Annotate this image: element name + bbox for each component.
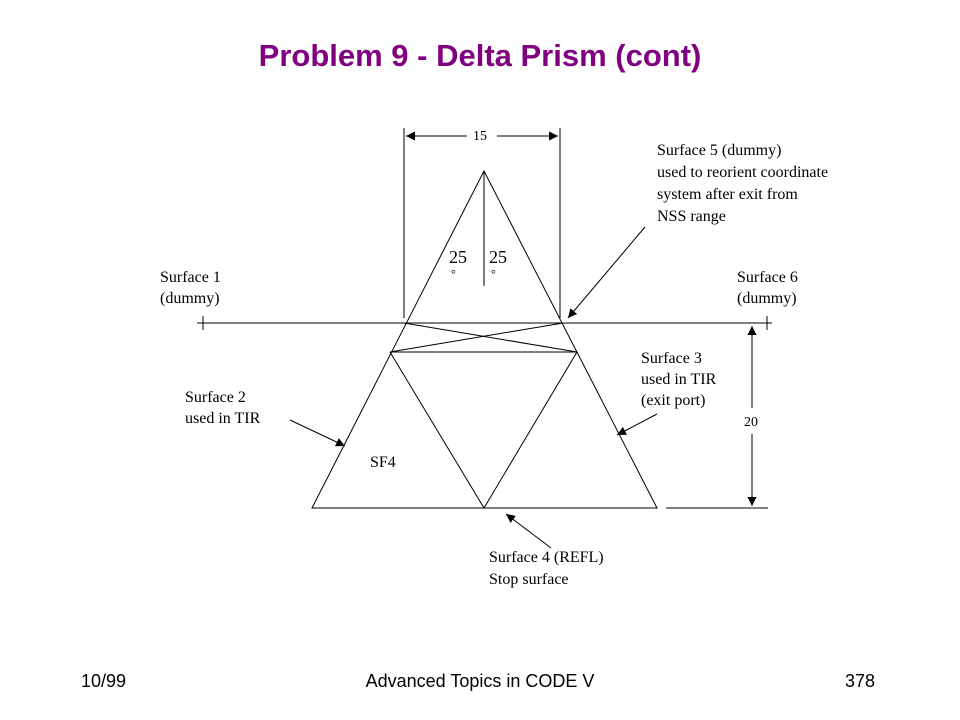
surface1-label: Surface 1 (dummy) bbox=[160, 269, 225, 307]
surface2-label: Surface 2 used in TIR bbox=[185, 389, 261, 427]
surface2-line1: Surface 2 bbox=[185, 389, 246, 406]
surface1-line2: (dummy) bbox=[160, 290, 220, 307]
degree-left-symbol: ° bbox=[451, 267, 456, 281]
surface6-line1: Surface 6 bbox=[737, 269, 798, 286]
surface6-label: Surface 6 (dummy) bbox=[737, 269, 802, 307]
surface2-leader bbox=[289, 419, 346, 447]
surface5-line2: used to reorient coordinate bbox=[657, 164, 828, 181]
surface4-leader bbox=[505, 513, 552, 549]
surface3-line1: Surface 3 bbox=[641, 350, 702, 367]
surface5-leader bbox=[567, 226, 646, 319]
ray-path-2 bbox=[389, 322, 564, 353]
surface5-line3: system after exit from bbox=[657, 186, 798, 203]
ray-path-5 bbox=[483, 351, 578, 509]
footer-date: 10/99 bbox=[81, 671, 127, 691]
footer-page-number: 378 bbox=[845, 671, 876, 691]
surface5-line4: NSS range bbox=[657, 208, 726, 225]
surface3-label: Surface 3 used in TIR (exit port) bbox=[641, 350, 720, 409]
surface5-label: Surface 5 (dummy) used to reorient coord… bbox=[657, 142, 832, 225]
ray-path-4 bbox=[389, 351, 485, 509]
surface4-line2: Stop surface bbox=[489, 571, 569, 588]
surface3-line2: used in TIR bbox=[641, 371, 717, 388]
material-label: SF4 bbox=[370, 454, 396, 471]
surface1-line1: Surface 1 bbox=[160, 269, 221, 286]
dim-15-label: 15 bbox=[473, 129, 487, 144]
surface6-line2: (dummy) bbox=[737, 290, 797, 307]
surface4-label: Surface 4 (REFL) Stop surface bbox=[489, 549, 608, 588]
ray-path-1 bbox=[403, 322, 578, 353]
surface5-line1: Surface 5 (dummy) bbox=[657, 142, 781, 159]
slide-title: Problem 9 - Delta Prism (cont) bbox=[258, 38, 702, 73]
angle-left-label: 25 bbox=[449, 247, 467, 267]
surface4-line1: Surface 4 (REFL) bbox=[489, 549, 604, 566]
footer-course-title: Advanced Topics in CODE V bbox=[365, 671, 595, 691]
surface3-line3: (exit port) bbox=[641, 392, 705, 409]
angle-right-label: 25 bbox=[489, 247, 507, 267]
degree-right-symbol: ° bbox=[491, 267, 496, 281]
dim-20-label: 20 bbox=[744, 415, 758, 430]
surface3-leader bbox=[616, 413, 658, 436]
surface2-line2: used in TIR bbox=[185, 410, 261, 427]
